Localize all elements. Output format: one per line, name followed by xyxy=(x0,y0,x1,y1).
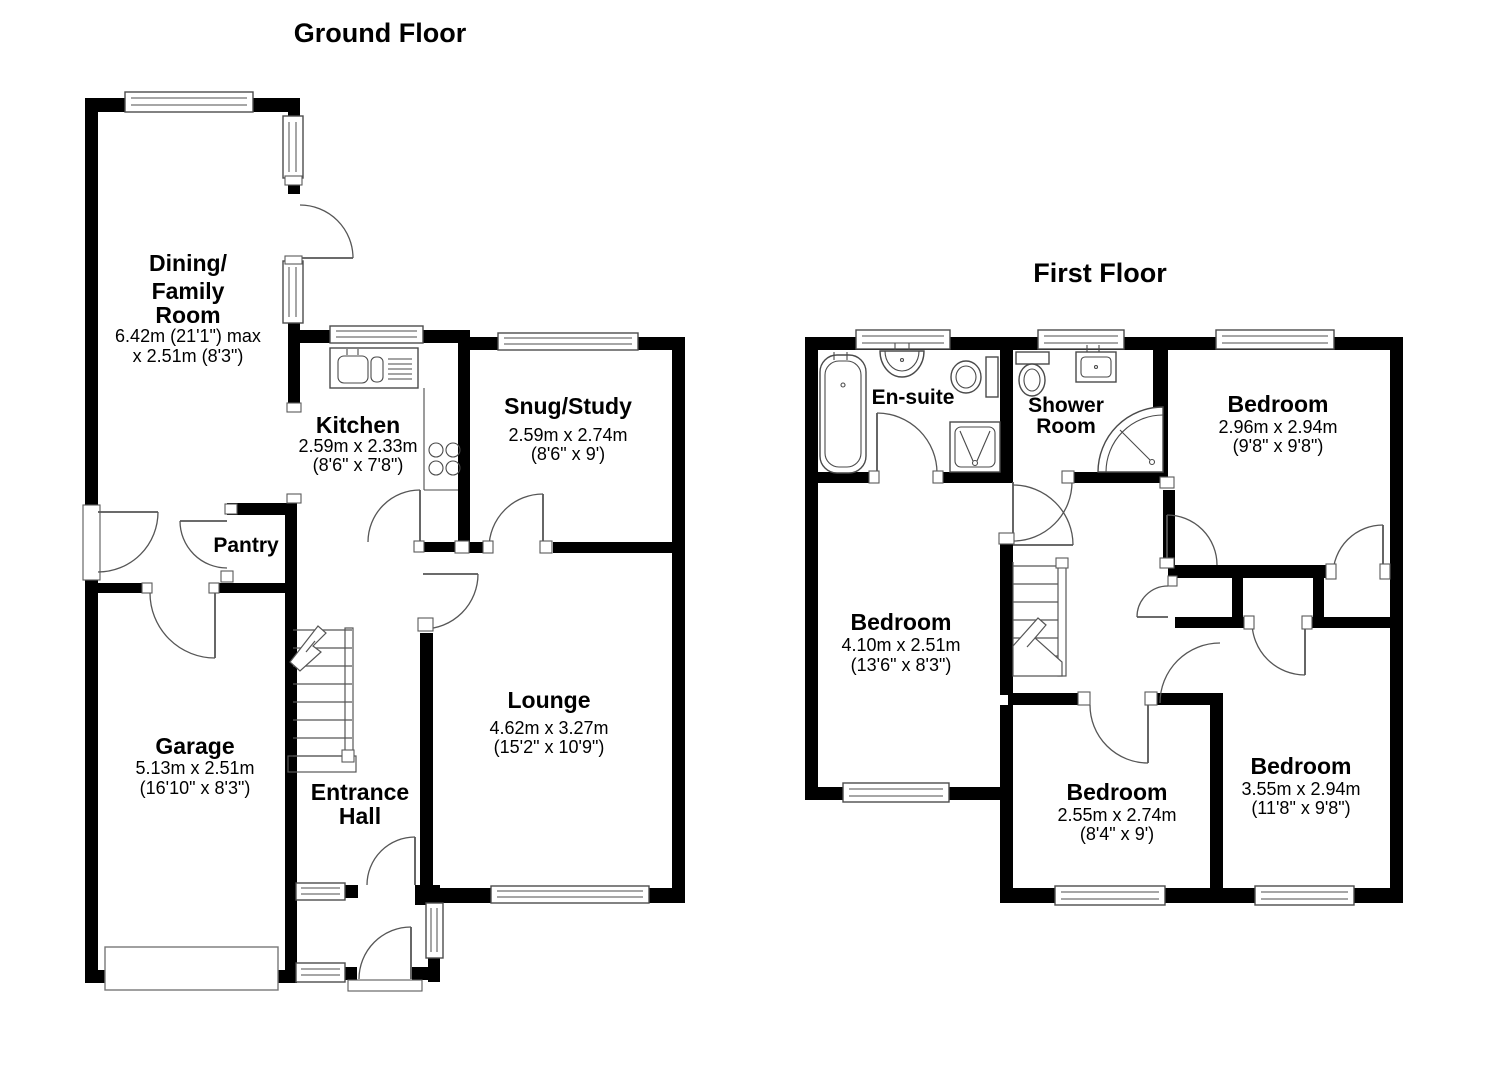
kitchen-window-icon xyxy=(329,325,424,344)
first-floor-door-posts xyxy=(868,470,1391,706)
shower-room-toilet-icon xyxy=(1015,351,1050,397)
lounge-dims-2: (15'2" x 10'9") xyxy=(494,737,605,757)
porch-bottom-window-icon xyxy=(295,962,346,983)
side-door xyxy=(82,504,159,581)
bedroom-middle-dims-2: (8'4" x 9') xyxy=(1080,824,1154,844)
ground-floor-door-posts xyxy=(141,175,553,632)
first-floor-windows xyxy=(842,329,1355,906)
bedroom-middle-door xyxy=(1089,704,1149,764)
back-door xyxy=(299,204,354,259)
garage-internal-door xyxy=(149,592,216,659)
snug-dims-2: (8'6" x 9') xyxy=(531,444,605,464)
stairs-icon-ground xyxy=(287,625,357,773)
landing-east-door xyxy=(1166,514,1218,566)
ensuite-door xyxy=(876,412,938,474)
bedroom-bottom-right-dims-1: 3.55m x 2.94m xyxy=(1241,779,1360,799)
shower-room-label-2: Room xyxy=(1036,415,1096,438)
lounge-dims-1: 4.62m x 3.27m xyxy=(489,718,608,738)
snug-label: Snug/Study xyxy=(504,393,632,419)
garage-dims-1: 5.13m x 2.51m xyxy=(135,758,254,778)
cupboard-door xyxy=(1136,585,1169,618)
snug-dims-1: 2.59m x 2.74m xyxy=(508,425,627,445)
entrance-hall-label-2: Hall xyxy=(339,803,381,829)
ensuite-label: En-suite xyxy=(872,386,955,409)
bedroom-top-right-label: Bedroom xyxy=(1228,391,1329,417)
dining-room-label-3: Room xyxy=(155,302,220,328)
first-floor-labels: First Floor En-suite Shower Room Bedroom… xyxy=(841,258,1360,844)
dining-right-window-lower-icon xyxy=(282,260,304,324)
ground-floor-doors xyxy=(82,204,544,992)
bedroom-bottom-right-door xyxy=(1251,621,1306,676)
entrance-hall-label-1: Entrance xyxy=(311,779,409,805)
kitchen-sink-icon xyxy=(329,347,419,389)
bedroom-bottom-right-window-icon xyxy=(1254,885,1355,906)
ensuite-sink-icon xyxy=(879,343,925,378)
dining-right-window-upper-icon xyxy=(282,115,304,179)
landing-corridor-door xyxy=(1159,642,1221,704)
bedroom-bottom-right-label: Bedroom xyxy=(1251,753,1352,779)
ground-floor-windows xyxy=(124,91,650,983)
shower-room-sink-icon xyxy=(1075,345,1117,383)
ground-floor-labels: Ground Floor Dining/ Family Room 6.42m (… xyxy=(115,18,632,829)
porch-inner-door xyxy=(366,836,416,886)
ground-floor-walls xyxy=(85,98,685,983)
dining-room-dims-2: x 2.51m (8'3") xyxy=(133,346,244,366)
front-door xyxy=(347,926,423,992)
dining-room-dims-1: 6.42m (21'1") max xyxy=(115,326,261,346)
porch-mid-window-icon xyxy=(295,882,346,901)
hob-icon xyxy=(423,388,461,491)
dining-top-window-icon xyxy=(124,91,254,113)
kitchen-door xyxy=(367,489,421,543)
dining-room-label-1: Dining/ xyxy=(149,250,228,276)
shower-room-label-1: Shower xyxy=(1028,394,1104,417)
pantry-door xyxy=(179,520,228,569)
bedroom-left-dims-2: (13'6" x 8'3") xyxy=(851,655,952,675)
corner-shower-icon xyxy=(1097,406,1164,473)
bedroom-middle-window-icon xyxy=(1054,885,1166,906)
shower-room-door xyxy=(1012,481,1073,542)
bedroom-left-dims-1: 4.10m x 2.51m xyxy=(841,635,960,655)
first-floor-plan: First Floor En-suite Shower Room Bedroom… xyxy=(805,258,1403,906)
pantry-label: Pantry xyxy=(213,534,279,557)
ensuite-shower-icon xyxy=(949,421,1001,473)
snug-window-icon xyxy=(497,332,639,351)
first-floor-doors xyxy=(876,412,1384,764)
bedroom-top-right-dims-1: 2.96m x 2.94m xyxy=(1218,417,1337,437)
ensuite-window-icon xyxy=(855,329,951,350)
snug-door xyxy=(488,493,544,549)
lounge-window-icon xyxy=(490,885,650,904)
garage-dims-2: (16'10" x 8'3") xyxy=(140,778,251,798)
ground-floor-title: Ground Floor xyxy=(294,18,467,48)
ensuite-toilet-icon xyxy=(950,356,999,398)
bedroom-bottom-right-dims-2: (11'8" x 9'8") xyxy=(1251,798,1350,818)
bedroom-top-right-door xyxy=(1332,524,1384,576)
lounge-label: Lounge xyxy=(507,687,590,713)
bedroom-middle-dims-1: 2.55m x 2.74m xyxy=(1057,805,1176,825)
shower-room-window-icon xyxy=(1037,329,1125,350)
bedroom-top-right-dims-2: (9'8" x 9'8") xyxy=(1233,436,1324,456)
bathtub-icon xyxy=(819,352,867,474)
garage-door xyxy=(104,946,279,991)
first-floor-title: First Floor xyxy=(1033,258,1167,288)
bedroom-top-right-window-icon xyxy=(1215,329,1335,350)
garage-label: Garage xyxy=(155,733,234,759)
bedroom-left-label: Bedroom xyxy=(851,609,952,635)
dining-room-label-2: Family xyxy=(152,278,225,304)
bedroom-left-window-icon xyxy=(842,782,950,803)
bedroom-left-door xyxy=(1012,484,1074,546)
bedroom-middle-label: Bedroom xyxy=(1067,779,1168,805)
ground-floor-plan: Ground Floor Dining/ Family Room 6.42m (… xyxy=(82,18,685,992)
stairs-icon-first xyxy=(1012,557,1069,677)
porch-right-window-icon xyxy=(425,902,444,959)
kitchen-dims-1: 2.59m x 2.33m xyxy=(298,436,417,456)
kitchen-label: Kitchen xyxy=(316,412,400,438)
kitchen-dims-2: (8'6" x 7'8") xyxy=(313,455,404,475)
